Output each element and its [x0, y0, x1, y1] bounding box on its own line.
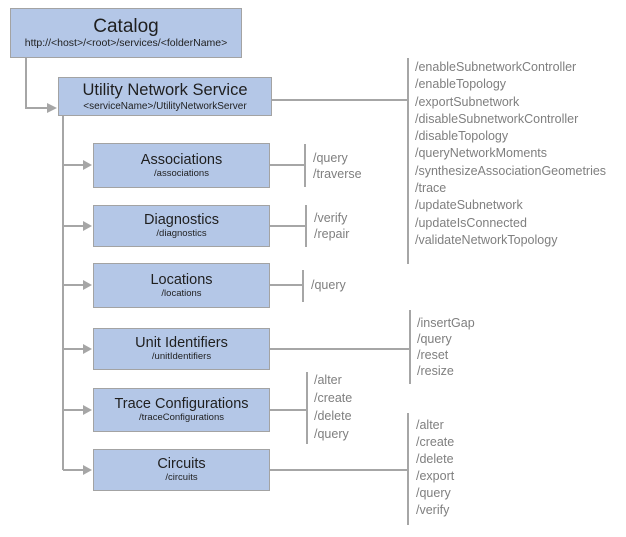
node-title: Unit Identifiers — [135, 335, 228, 352]
arrow-into-unit-identifiers — [83, 344, 92, 354]
operation-label: /trace — [415, 181, 447, 196]
ops-list-associations: /query /traverse — [313, 150, 362, 182]
arrow-into-associations — [83, 160, 92, 170]
node-title: Diagnostics — [144, 212, 219, 229]
operation-label: /validateNetworkTopology — [415, 232, 558, 247]
node-title: Trace Configurations — [114, 396, 249, 413]
connector-service-ops — [272, 58, 409, 264]
ops-list-locations: /query — [311, 277, 346, 293]
arrow-into-locations — [83, 280, 92, 290]
connector-service-trunk — [62, 116, 83, 471]
operation-label: /updateIsConnected — [415, 215, 527, 230]
node-subtitle: /traceConfigurations — [138, 412, 225, 424]
operation-label: /traverse — [313, 167, 362, 181]
operation-label: /exportSubnetwork — [415, 94, 520, 109]
arrow-into-circuits — [83, 465, 92, 475]
operation-label: /verify — [416, 503, 450, 517]
node-catalog: Catalog http://<host>/<root>/services/<f… — [10, 8, 242, 58]
connector-trace-configurations-ops — [270, 372, 308, 444]
operation-label: /query — [313, 151, 348, 165]
ops-list-diagnostics: /verify /repair — [314, 210, 349, 242]
operation-label: /verify — [314, 211, 348, 225]
node-title: Catalog — [93, 15, 159, 37]
operation-label: /query — [314, 427, 349, 441]
operation-label: /insertGap — [417, 316, 475, 330]
connector-unit-identifiers-ops — [270, 310, 411, 384]
node-subtitle: /locations — [161, 287, 202, 299]
node-title: Locations — [150, 271, 213, 288]
arrow-into-service — [47, 103, 57, 113]
operation-label: /query — [416, 486, 451, 500]
node-trace-configurations: Trace Configurations /traceConfiguration… — [93, 388, 270, 432]
operation-label: /queryNetworkMoments — [415, 146, 547, 161]
arrowheads — [47, 103, 92, 475]
node-associations: Associations /associations — [93, 143, 270, 188]
node-title: Associations — [140, 151, 223, 168]
operation-label: /reset — [417, 348, 449, 362]
operation-label: /create — [314, 391, 353, 405]
node-title: Circuits — [157, 456, 206, 473]
ops-list-trace-configurations: /alter /create /delete /query — [314, 371, 352, 443]
arrow-into-diagnostics — [83, 221, 92, 231]
operation-label: /alter — [314, 373, 342, 387]
connector-circuits-ops — [270, 413, 409, 525]
operation-label: /query — [417, 332, 452, 346]
node-diagnostics: Diagnostics /diagnostics — [93, 205, 270, 247]
operation-label: /query — [311, 278, 346, 292]
operation-label: /alter — [416, 418, 444, 432]
operation-label: /enableTopology — [415, 77, 507, 92]
node-subtitle: /associations — [154, 167, 209, 179]
operation-label: /create — [416, 435, 455, 449]
ops-list-circuits: /alter /create /delete /export /query /v… — [416, 417, 454, 519]
operation-label: /synthesizeAssociationGeometries — [415, 163, 607, 178]
operation-label: /delete — [416, 452, 454, 466]
node-subtitle: <serviceName>/UtilityNetworkServer — [83, 100, 247, 112]
node-subtitle: /diagnostics — [156, 228, 207, 240]
operation-label: /disableSubnetworkController — [415, 111, 579, 126]
operation-label: /updateSubnetwork — [415, 198, 523, 213]
node-unit-identifiers: Unit Identifiers /unitIdentifiers — [93, 328, 270, 370]
operation-label: /disableTopology — [415, 129, 509, 144]
ops-list-unit-identifiers: /insertGap /query /reset /resize — [417, 315, 475, 379]
operation-label: /export — [416, 469, 455, 483]
operation-label: /enableSubnetworkController — [415, 60, 577, 74]
node-utility-network-service: Utility Network Service <serviceName>/Ut… — [58, 77, 272, 116]
node-subtitle: /circuits — [165, 472, 198, 484]
node-subtitle: http://<host>/<root>/services/<folderNam… — [24, 37, 228, 50]
arrow-into-trace-configurations — [83, 405, 92, 415]
node-circuits: Circuits /circuits — [93, 449, 270, 491]
connector-locations-ops — [270, 270, 304, 302]
node-locations: Locations /locations — [93, 263, 270, 308]
operation-label: /repair — [314, 227, 350, 241]
connector-associations-ops — [270, 144, 306, 187]
connector-catalog-to-service — [25, 58, 47, 109]
node-title: Utility Network Service — [82, 81, 248, 100]
ops-list-utility-network-service: /enableSubnetworkController /enableTopol… — [415, 59, 606, 249]
node-subtitle: /unitIdentifiers — [151, 351, 212, 363]
connector-diagnostics-ops — [270, 205, 307, 247]
operation-label: /resize — [417, 364, 454, 378]
operation-label: /delete — [314, 409, 352, 423]
